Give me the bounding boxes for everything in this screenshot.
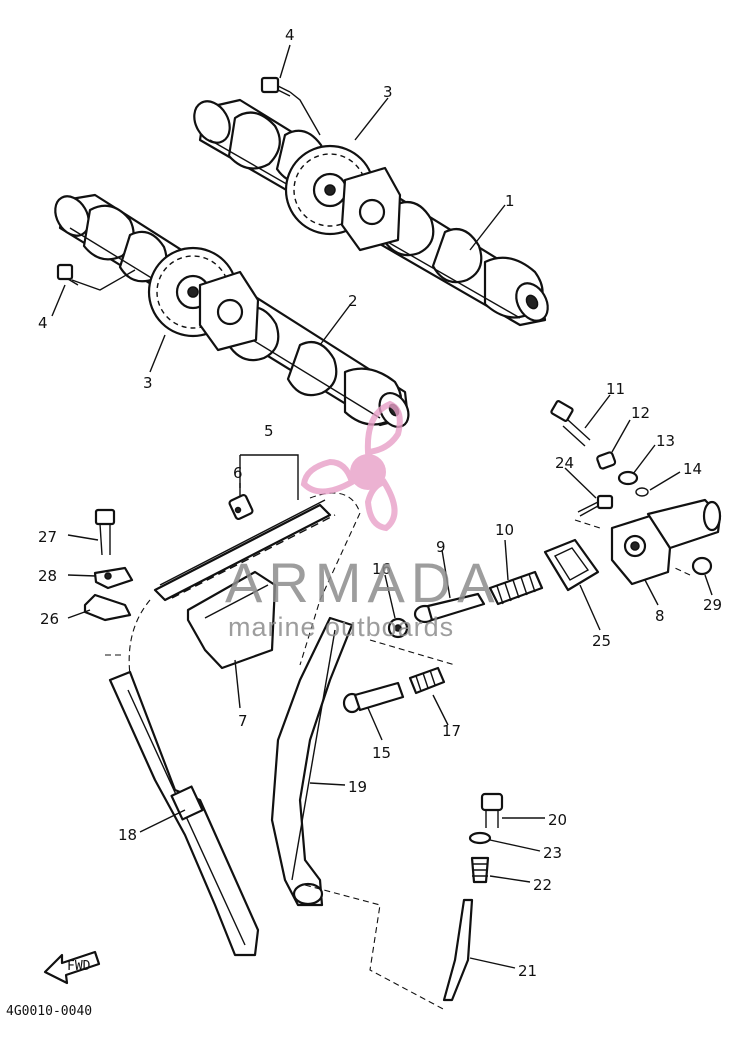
stopper-bolt [480, 792, 504, 828]
cam-bolt-lower [56, 263, 79, 286]
label-part-26: 26 [40, 610, 59, 628]
label-part-2: 2 [348, 292, 358, 310]
label-part-23: 23 [543, 844, 562, 862]
adjuster-bolt [550, 400, 591, 447]
label-part-16: 16 [372, 560, 391, 578]
label-part-24: 24 [555, 454, 574, 472]
tensioner-gasket [543, 538, 600, 592]
label-part-29: 29 [703, 596, 722, 614]
tensioner-rod [413, 592, 486, 624]
guide-bolt [94, 508, 116, 556]
guide-stopper-plate [93, 566, 134, 590]
label-part-1: 1 [505, 192, 515, 210]
label-part-4-lower: 4 [38, 314, 48, 332]
label-part-4-upper: 4 [285, 26, 295, 44]
tensioner-bolt [577, 494, 614, 517]
o-ring [635, 487, 649, 497]
stopper-rod [442, 898, 474, 1002]
tensioner-spring [488, 570, 544, 606]
stopper-washer [468, 831, 492, 845]
label-part-10: 10 [495, 521, 514, 539]
label-part-3-lower: 3 [143, 374, 153, 392]
chain-guide-top [186, 570, 277, 670]
label-part-27: 27 [38, 528, 57, 546]
label-part-18: 18 [118, 826, 137, 844]
leader-lines [51, 44, 713, 969]
armada-logo-icon [300, 400, 403, 532]
label-part-12: 12 [631, 404, 650, 422]
label-part-11: 11 [606, 380, 625, 398]
cam-chain [128, 492, 361, 676]
plunger [342, 681, 405, 714]
label-part-5: 5 [264, 422, 274, 440]
adjuster-washer [617, 470, 639, 486]
label-part-21: 21 [518, 962, 537, 980]
watermark-brand: ARMADA [225, 551, 501, 614]
plunger-spring [408, 666, 446, 695]
adjuster-nut [596, 451, 617, 470]
watermark-tagline: marine outboards [228, 612, 454, 642]
label-part-7: 7 [238, 712, 248, 730]
label-part-13: 13 [656, 432, 675, 450]
label-part-22: 22 [533, 876, 552, 894]
fwd-label: FWD [67, 959, 91, 974]
label-part-28: 28 [38, 567, 57, 585]
label-part-14: 14 [683, 460, 702, 478]
label-part-3-upper: 3 [383, 83, 393, 101]
part-labels: 1 2 3 3 4 4 5 6 7 8 9 10 11 12 13 14 15 … [38, 26, 722, 980]
label-part-8: 8 [655, 607, 665, 625]
label-part-25: 25 [592, 632, 611, 650]
figure-code: 4G0010-0040 [6, 1004, 92, 1019]
cam-bolt-upper [260, 76, 291, 97]
label-part-20: 20 [548, 811, 567, 829]
label-part-6: 6 [233, 464, 243, 482]
guide-stopper-bracket [83, 593, 132, 622]
label-part-17: 17 [442, 722, 461, 740]
tensioner-body [610, 498, 722, 586]
label-part-19: 19 [348, 778, 367, 796]
chain-joint [228, 494, 254, 520]
cap-nut [691, 556, 713, 576]
label-part-9: 9 [436, 538, 446, 556]
label-part-15: 15 [372, 744, 391, 762]
fwd-arrow-icon: FWD [43, 950, 101, 985]
stopper-spring [470, 856, 490, 884]
